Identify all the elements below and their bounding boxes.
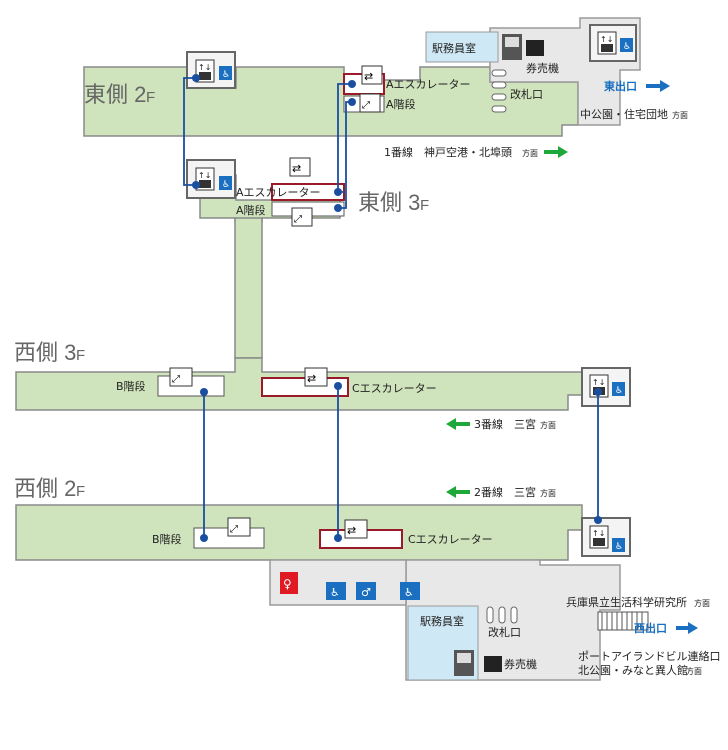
station-office-top-label: 駅務員室: [432, 41, 476, 55]
floor-suffix-west-3f: F: [76, 347, 85, 364]
svg-text:⤢: ⤢: [172, 374, 180, 385]
line2-direction: 方面: [540, 488, 556, 498]
elevator-east-concourse: ↑↓ ♿: [589, 24, 637, 62]
route-nodes: [192, 74, 602, 542]
svg-text:♿: ♿: [404, 586, 414, 599]
svg-text:♀: ♀: [283, 577, 292, 591]
station-office-top: [425, 31, 499, 63]
svg-text:⇄: ⇄: [292, 162, 301, 175]
svg-text:⤢: ⤢: [362, 100, 370, 111]
gate-bottom-label: 改札口: [488, 625, 521, 639]
elevator-west-2f: ↑↓ ♿: [581, 517, 631, 557]
west-exit-label: 西出口: [634, 621, 667, 635]
svg-text:↑↓: ↑↓: [592, 378, 605, 387]
west-exit-destination-top: 兵庫県立生活科学研究所: [566, 595, 687, 609]
line3-direction: 方面: [540, 420, 556, 430]
station-office-bottom-label: 駅務員室: [420, 614, 464, 628]
floor-suffix-east-2f: F: [146, 89, 155, 106]
elevator-west-3f: ↑↓ ♿: [581, 367, 631, 407]
escalator-a-3f: ⇄: [271, 157, 345, 201]
escalator-c-2f: ⇄: [319, 519, 403, 549]
floor-label-east-2f: 東側 2: [84, 82, 146, 107]
svg-text:♿: ♿: [615, 386, 623, 396]
svg-text:♿: ♿: [623, 42, 631, 52]
escalator-a-2f: ⇄: [343, 65, 385, 95]
line1-label: 1番線 神戸空港・北埠頭: [384, 145, 512, 159]
svg-text:⇄: ⇄: [364, 70, 373, 83]
svg-text:⇄: ⇄: [347, 524, 356, 537]
ticket-gates-east: [491, 69, 507, 113]
a-stairs-2f-label: A階段: [386, 97, 416, 111]
floor-suffix-west-2f: F: [76, 483, 85, 500]
ticket-machine-west-icon: [454, 650, 502, 676]
svg-text:♂: ♂: [361, 586, 371, 599]
line3-label: 3番線 三宮: [474, 417, 536, 431]
east-exit-direction: 方面: [672, 110, 688, 120]
ticket-machine-east-icon: [502, 34, 544, 60]
floor-label-west-3f: 西側 3: [14, 340, 76, 365]
arrow-east-exit: [646, 80, 670, 92]
arrow-west-exit: [676, 622, 698, 634]
svg-text:↑↓: ↑↓: [198, 63, 211, 72]
ticket-machine-top-label: 券売機: [526, 61, 559, 75]
west-exit-stairs: [597, 611, 649, 631]
a-escalator-3f-label: Aエスカレーター: [236, 186, 321, 199]
svg-text:♿: ♿: [615, 542, 623, 552]
floor-label-east-3f: 東側 3: [358, 190, 420, 215]
line2-label: 2番線 三宮: [474, 485, 536, 499]
west-exit-destination-2: 北公園・みなと異人館: [578, 663, 688, 677]
c-escalator-2f-label: Cエスカレーター: [408, 533, 493, 546]
svg-text:⤢: ⤢: [294, 214, 302, 225]
a-stairs-3f-label: A階段: [236, 203, 266, 217]
svg-text:↑↓: ↑↓: [198, 171, 211, 180]
toilet-icons: ♀ ♿ ♂ ♿: [280, 572, 420, 600]
svg-text:♿: ♿: [222, 70, 230, 80]
ticket-gates-west: [486, 606, 518, 624]
elevator-east-2f: ↑↓ ♿: [186, 51, 236, 89]
stairs-b-2f: ⤢: [193, 517, 265, 549]
west-2f-floor: [15, 504, 583, 561]
east-exit-label: 東出口: [604, 79, 637, 93]
b-stairs-2f-label: B階段: [152, 532, 182, 546]
floor-suffix-east-3f: F: [420, 197, 429, 214]
arrow-line3: [446, 418, 470, 430]
svg-text:↑↓: ↑↓: [592, 529, 605, 538]
elevator-east-3f: ↑↓ ♿: [186, 159, 236, 199]
gate-top-label: 改札口: [510, 87, 543, 101]
line1-direction: 方面: [522, 148, 538, 158]
west-exit-destination-1: ポートアイランドビル連絡口: [578, 649, 720, 663]
arrow-line1: [544, 146, 568, 158]
stairs-a-3f: ⤢: [271, 201, 345, 227]
svg-text:♿: ♿: [330, 586, 340, 599]
west-exit-direction-top: 方面: [694, 598, 710, 608]
east-exit-destination: 中公園・住宅団地: [580, 107, 668, 121]
a-escalator-2f-label: Aエスカレーター: [386, 78, 471, 91]
arrow-line2: [446, 486, 470, 498]
b-stairs-3f-label: B階段: [116, 379, 146, 393]
c-escalator-3f-label: Cエスカレーター: [352, 382, 437, 395]
ticket-machine-bottom-label: 券売機: [504, 657, 537, 671]
floor-label-west-2f: 西側 2: [14, 476, 76, 501]
escalator-c-3f: ⇄: [261, 367, 349, 397]
west-exit-direction-2: 方面: [686, 666, 702, 676]
svg-text:↑↓: ↑↓: [600, 35, 613, 44]
connector-corridor: [234, 217, 263, 359]
svg-text:♿: ♿: [222, 180, 230, 190]
svg-text:⇄: ⇄: [307, 372, 316, 385]
svg-text:⤢: ⤢: [230, 524, 238, 535]
